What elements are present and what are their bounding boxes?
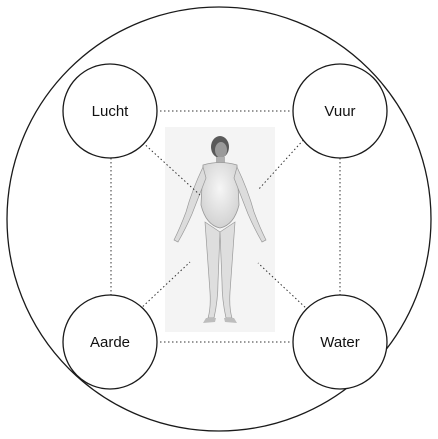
element-air: Lucht [63, 64, 157, 158]
element-earth: Aarde [63, 295, 157, 389]
element-water: Water [293, 295, 387, 389]
earth-label: Aarde [90, 334, 130, 351]
water-label: Water [320, 334, 359, 351]
element-fire: Vuur [293, 64, 387, 158]
fire-label: Vuur [324, 103, 355, 120]
human-figure [165, 127, 275, 332]
air-label: Lucht [92, 103, 130, 120]
